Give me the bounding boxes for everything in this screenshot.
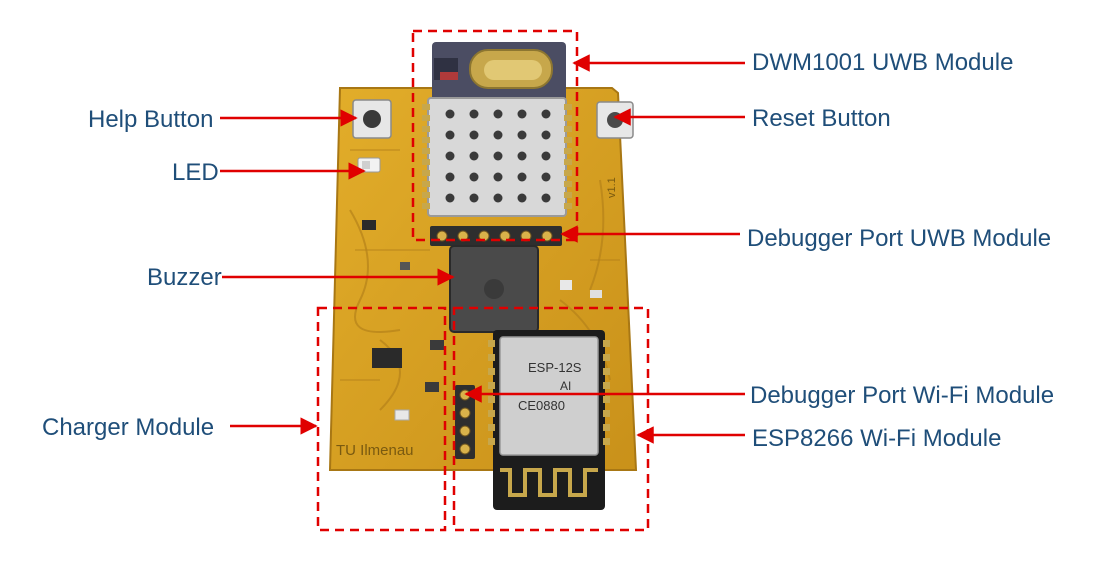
shield-hole: [446, 131, 455, 140]
esp-pin: [488, 438, 495, 445]
board-version-text: v1.1: [606, 177, 618, 198]
label-help-button: Help Button: [88, 106, 213, 134]
module-pin: [564, 104, 572, 110]
shield-hole: [518, 194, 527, 203]
module-pin: [564, 203, 572, 209]
esp-pin: [603, 340, 610, 347]
esp-pin: [488, 368, 495, 375]
module-pin: [422, 181, 430, 187]
module-pin: [422, 159, 430, 165]
esp-model-text: ESP-12S: [528, 360, 582, 375]
module-pin: [422, 104, 430, 110]
shield-hole: [494, 194, 503, 203]
module-pin: [422, 126, 430, 132]
board-footer-text: TU Ilmenau: [336, 442, 414, 459]
module-pin: [564, 159, 572, 165]
shield-hole: [518, 152, 527, 161]
module-pin: [564, 137, 572, 143]
module-pin: [422, 192, 430, 198]
header-pin: [460, 444, 470, 454]
esp-pin: [488, 396, 495, 403]
shield-hole: [494, 173, 503, 182]
esp-pin: [603, 410, 610, 417]
shield-hole: [542, 194, 551, 203]
shield-hole: [542, 110, 551, 119]
shield-hole: [494, 131, 503, 140]
shield-hole: [446, 152, 455, 161]
module-pin: [422, 203, 430, 209]
label-esp8266: ESP8266 Wi-Fi Module: [752, 425, 1001, 453]
esp-pin: [603, 424, 610, 431]
shield-hole: [542, 173, 551, 182]
dwm1001-module: [422, 42, 572, 216]
esp-pin: [603, 368, 610, 375]
shield-hole: [470, 173, 479, 182]
shield-hole: [518, 110, 527, 119]
shield-hole: [446, 194, 455, 203]
module-pin: [422, 115, 430, 121]
module-pin: [564, 115, 572, 121]
module-pin: [422, 148, 430, 154]
esp-brand-text: AI: [560, 379, 571, 393]
module-pin: [564, 126, 572, 132]
shield-hole: [470, 194, 479, 203]
shield-hole: [470, 110, 479, 119]
module-pin: [564, 170, 572, 176]
module-pin: [564, 148, 572, 154]
esp-pin: [488, 410, 495, 417]
module-pin: [564, 192, 572, 198]
label-debugger-wifi: Debugger Port Wi-Fi Module: [750, 382, 1054, 410]
esp-pin: [488, 354, 495, 361]
shield-hole: [446, 110, 455, 119]
header-pin: [460, 426, 470, 436]
reset-button-component: [597, 102, 633, 138]
esp-pin: [603, 354, 610, 361]
esp-pin: [603, 382, 610, 389]
esp-ce-text: CE0880: [518, 398, 565, 413]
label-dwm1001: DWM1001 UWB Module: [752, 49, 1013, 77]
shield-hole: [470, 131, 479, 140]
esp-pin: [488, 382, 495, 389]
module-pin: [564, 181, 572, 187]
help-button-component: [353, 100, 391, 138]
label-led: LED: [172, 159, 219, 187]
buzzer-component: [450, 246, 538, 332]
header-pin: [460, 408, 470, 418]
esp-pin: [603, 438, 610, 445]
uwb-debugger-header: [430, 226, 562, 246]
esp-pin: [488, 340, 495, 347]
shield-hole: [518, 131, 527, 140]
shield-hole: [494, 152, 503, 161]
label-debugger-uwb: Debugger Port UWB Module: [747, 225, 1051, 253]
esp-pin: [488, 424, 495, 431]
label-charger: Charger Module: [42, 414, 214, 442]
shield-hole: [542, 131, 551, 140]
label-reset-button: Reset Button: [752, 105, 891, 133]
shield-hole: [446, 173, 455, 182]
shield-hole: [470, 152, 479, 161]
shield-hole: [542, 152, 551, 161]
esp-pin: [603, 396, 610, 403]
label-buzzer: Buzzer: [147, 264, 222, 292]
esp8266-module: [488, 330, 610, 510]
shield-hole: [494, 110, 503, 119]
wifi-debugger-header: [455, 385, 475, 459]
module-pin: [422, 170, 430, 176]
module-pin: [422, 137, 430, 143]
shield-hole: [518, 173, 527, 182]
